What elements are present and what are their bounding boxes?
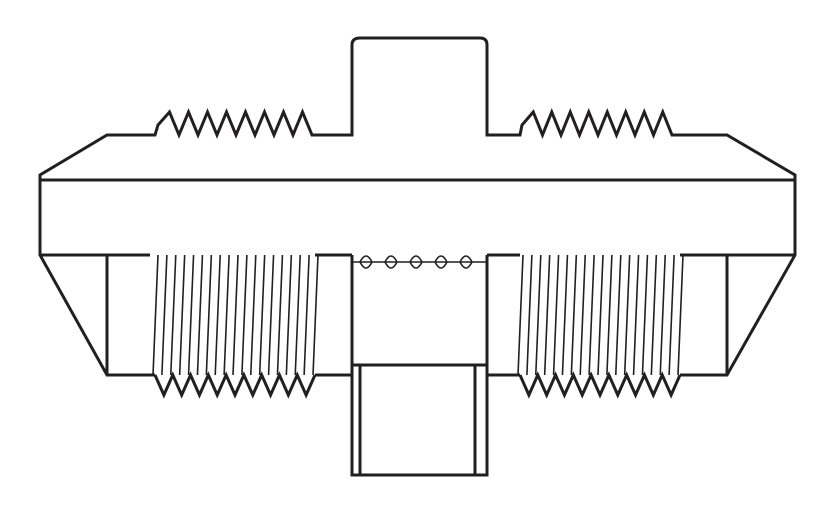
left-thread-line [205,254,213,376]
left-thread-line [285,254,293,376]
right-thread-line [534,254,542,376]
right-thread-line [614,254,622,376]
right-thread-line [677,254,684,376]
right-thread-line [597,254,604,376]
left-thread-line [312,254,319,376]
left-thread-line [178,254,186,376]
right-thread-line [543,254,551,376]
right-thread-line [561,254,569,376]
left-thread-line [276,254,284,376]
right-thread-line [623,254,631,376]
left-thread-line [152,254,159,376]
left-thread-line [241,254,248,376]
left-thread-line [249,254,257,376]
left-thread-line [214,254,222,376]
right-thread-line [526,254,533,376]
left-thread-profile [153,371,317,399]
left-thread-line [223,254,230,376]
left-thread-line [232,254,239,376]
hatched-section [38,36,797,182]
left-flare-end [38,180,155,377]
right-thread-line [588,254,595,376]
right-thread-line [659,254,667,376]
left-thread-line [303,254,310,376]
left-thread-line [161,254,168,376]
hex-chamfer-arcs [352,255,487,269]
right-thread-line [570,254,578,376]
right-thread-line [606,254,613,376]
right-thread-line [517,254,524,376]
hex-flat [358,363,477,475]
right-thread-line [641,254,649,376]
right-flare-end [680,180,797,377]
right-thread-line [632,254,640,376]
left-thread-line [258,254,266,376]
right-thread-line [552,254,560,376]
left-thread-line [169,254,177,376]
body-outline [38,178,797,477]
right-thread-line [579,254,587,376]
left-thread-line [187,254,195,376]
left-thread-line [196,254,204,376]
left-thread-line [267,254,275,376]
right-thread-profile [518,371,682,399]
right-thread-line [668,254,675,376]
threads [152,254,684,399]
right-thread-line [650,254,658,376]
left-thread-line [294,254,302,376]
